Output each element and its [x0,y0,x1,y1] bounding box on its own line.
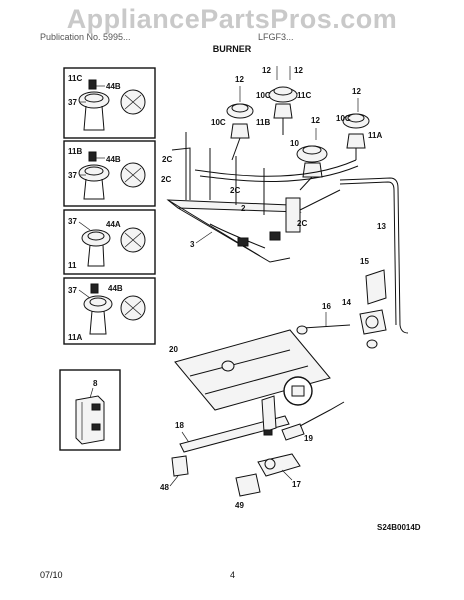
callout-label: 12 [311,116,320,125]
callout-label: 2C [162,155,172,164]
manifold-assembly: 2C 2C 2C 2 2C 3 [161,132,359,263]
callout-label: 20 [169,345,178,354]
watermark: AppliancePartsPros.com [66,4,398,34]
callout-label: 12 [262,66,271,75]
callout-label: 12 [352,87,361,96]
callout-label: 2C [230,186,240,195]
callout-label: 14 [342,298,351,307]
gas-line-13: 13 [339,177,409,334]
callout-label: 11C [297,91,311,100]
inset-screw: 37 [68,217,77,226]
callout-label: 2C [161,175,171,184]
model-number: LFGF3... [258,32,294,42]
footer-date: 07/10 [40,570,63,580]
inset-part: 44A [106,220,121,229]
callout-label: 18 [175,421,184,430]
callout-label: 48 [160,483,169,492]
inset-11C: 11C 44B 37 47 [63,67,156,139]
callout-label: 16 [322,302,331,311]
inset-id: 11A [68,333,82,342]
callout-8: 8 [93,379,98,388]
callout-label: 2C [297,219,307,228]
callout-label: 12 [235,75,244,84]
callout-label: 19 [304,434,313,443]
inset-screw: 37 [68,171,77,180]
publication-number: Publication No. 5995... [40,32,131,42]
inset-id: 11C [68,74,82,83]
footer-page-number: 4 [230,570,236,580]
inset-part: 44B [106,155,121,164]
burner-heads: 12 12 10C 11C 12 10C 11B 12 10C 11A 12 1… [211,66,382,191]
oven-burner-18: 18 19 48 [160,395,345,492]
callout-label: 17 [292,480,301,489]
callout-label: 11A [368,131,382,140]
inset-screw: 37 [68,98,77,107]
inset-id: 11B [68,147,82,156]
inset-part: 44B [108,284,123,293]
callout-label: 15 [360,257,369,266]
inset-screw: 37 [68,286,77,295]
switch-part-8: 8 [59,369,121,451]
callout-label: 10C [211,118,226,127]
burner-spreader-20: 20 21 [169,329,331,411]
inset-11B: 11B 44B 37 47 [63,140,156,207]
callout-label: 10 [290,139,299,148]
callout-label: 10C [256,91,271,100]
callout-label: 11B [256,118,270,127]
inset-part: 44B [106,82,121,91]
inset-id: 11 [68,261,77,270]
inset-11: 11 44A 37 47 [63,209,156,275]
safety-valve-17: 17 49 [235,453,301,510]
callout-label: 10C [336,114,351,123]
callout-label: 3 [190,240,195,249]
section-title: BURNER [212,44,252,54]
callout-label: 2 [241,204,246,213]
callout-label: 12 [294,66,303,75]
diagram-code: S24B0014D [377,523,421,532]
callout-label: 13 [377,222,386,231]
inset-11A: 11A 44B 37 47 [63,277,156,345]
regulator-assembly: 15 16 14 [296,257,387,349]
callout-label: 49 [235,501,244,510]
